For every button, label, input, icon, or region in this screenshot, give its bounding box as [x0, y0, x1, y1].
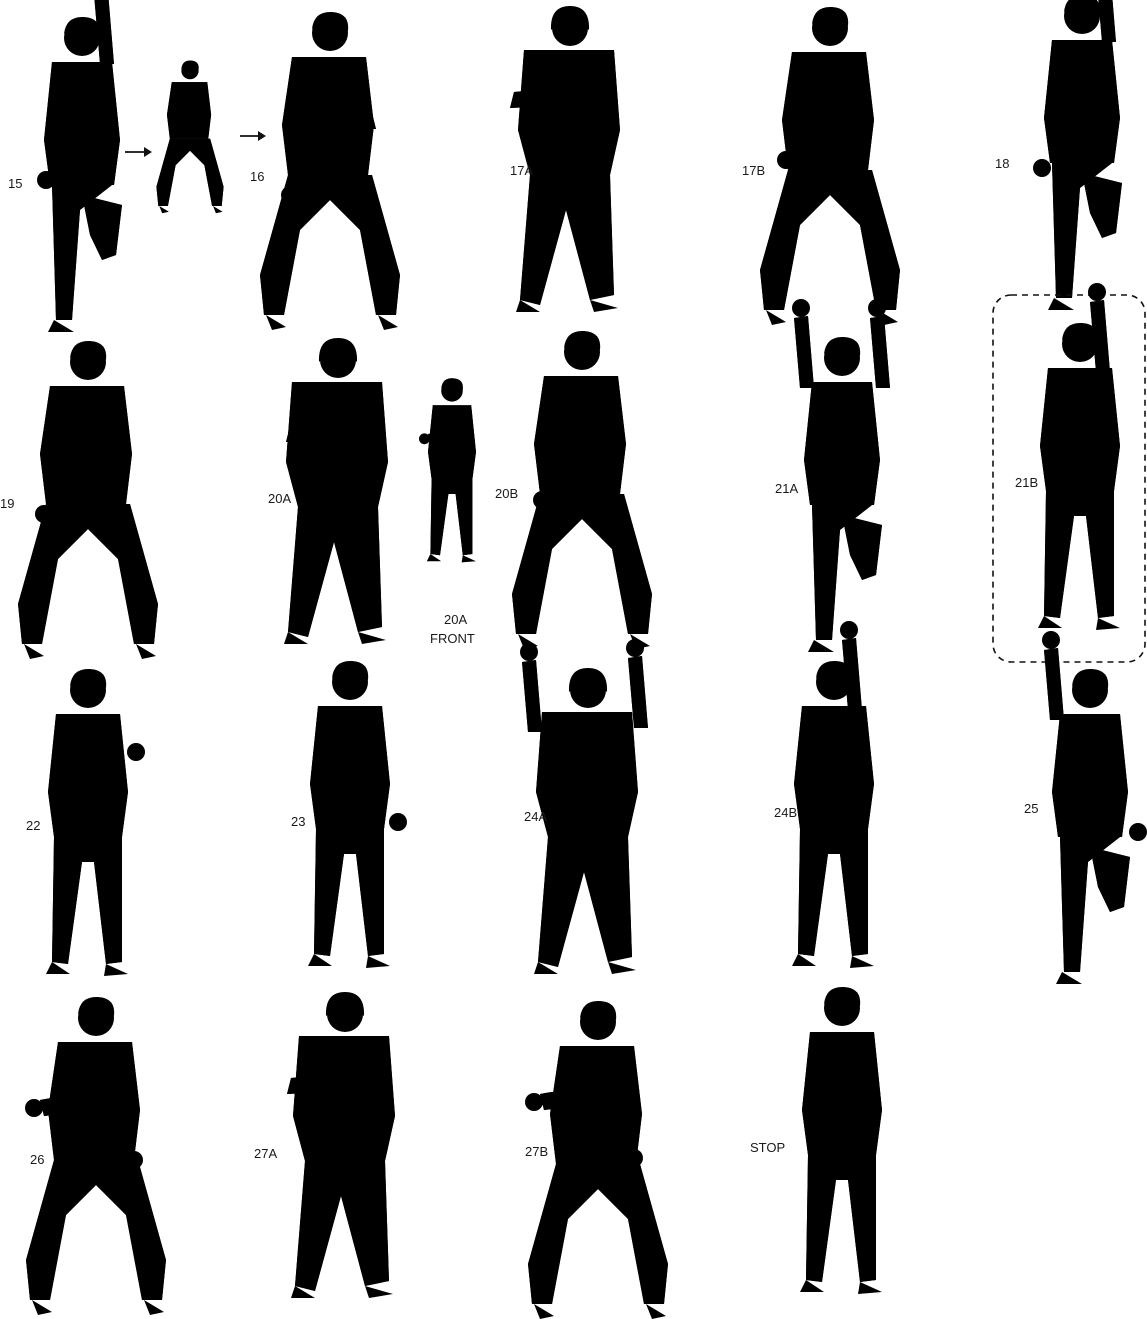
label-24B: 24B — [774, 805, 797, 820]
figure-23 — [308, 661, 407, 968]
figure-24A — [520, 639, 648, 974]
label-20A: 20A — [268, 491, 291, 506]
figure-24B — [792, 621, 874, 968]
label-27B: 27B — [525, 1144, 548, 1159]
figure-18 — [1033, 0, 1122, 310]
figure-stop — [800, 987, 882, 1294]
label-20B: 20B — [495, 486, 518, 501]
figure-21B — [1038, 283, 1120, 630]
label-27A: 27A — [254, 1146, 277, 1161]
arrow-inset-to-16 — [240, 131, 266, 141]
figure-26 — [25, 997, 166, 1315]
label-21A: 21A — [775, 481, 798, 496]
label-23: 23 — [291, 814, 305, 829]
label-26: 26 — [30, 1152, 44, 1167]
sublabel-20A-front: FRONT — [430, 631, 475, 646]
figure-20B — [512, 331, 652, 649]
figure-27A — [287, 992, 395, 1298]
figure-17A — [510, 6, 620, 312]
label-25: 25 — [1024, 801, 1038, 816]
label-17B: 17B — [742, 163, 765, 178]
figure-15-inset — [156, 61, 223, 214]
figure-25 — [1042, 631, 1147, 984]
figure-17B — [760, 7, 900, 325]
label-15: 15 — [8, 176, 22, 191]
label-18: 18 — [995, 156, 1009, 171]
figure-22 — [46, 669, 145, 976]
label-21B: 21B — [1015, 475, 1038, 490]
figure-19 — [18, 341, 158, 659]
label-19: 19 — [0, 496, 14, 511]
label-24A: 24A — [524, 809, 547, 824]
figure-20A-front — [419, 378, 476, 562]
arrow-15-to-inset — [125, 147, 152, 157]
label-17A: 17A — [510, 163, 533, 178]
label-16: 16 — [250, 169, 264, 184]
label-20A-front: 20A — [444, 612, 467, 627]
figure-27B — [525, 1001, 668, 1319]
label-stop: STOP — [750, 1140, 785, 1155]
label-22: 22 — [26, 818, 40, 833]
figure-21A — [792, 299, 890, 652]
figure-20A — [284, 338, 388, 644]
figure-16 — [260, 12, 400, 330]
figure-15 — [37, 0, 122, 332]
